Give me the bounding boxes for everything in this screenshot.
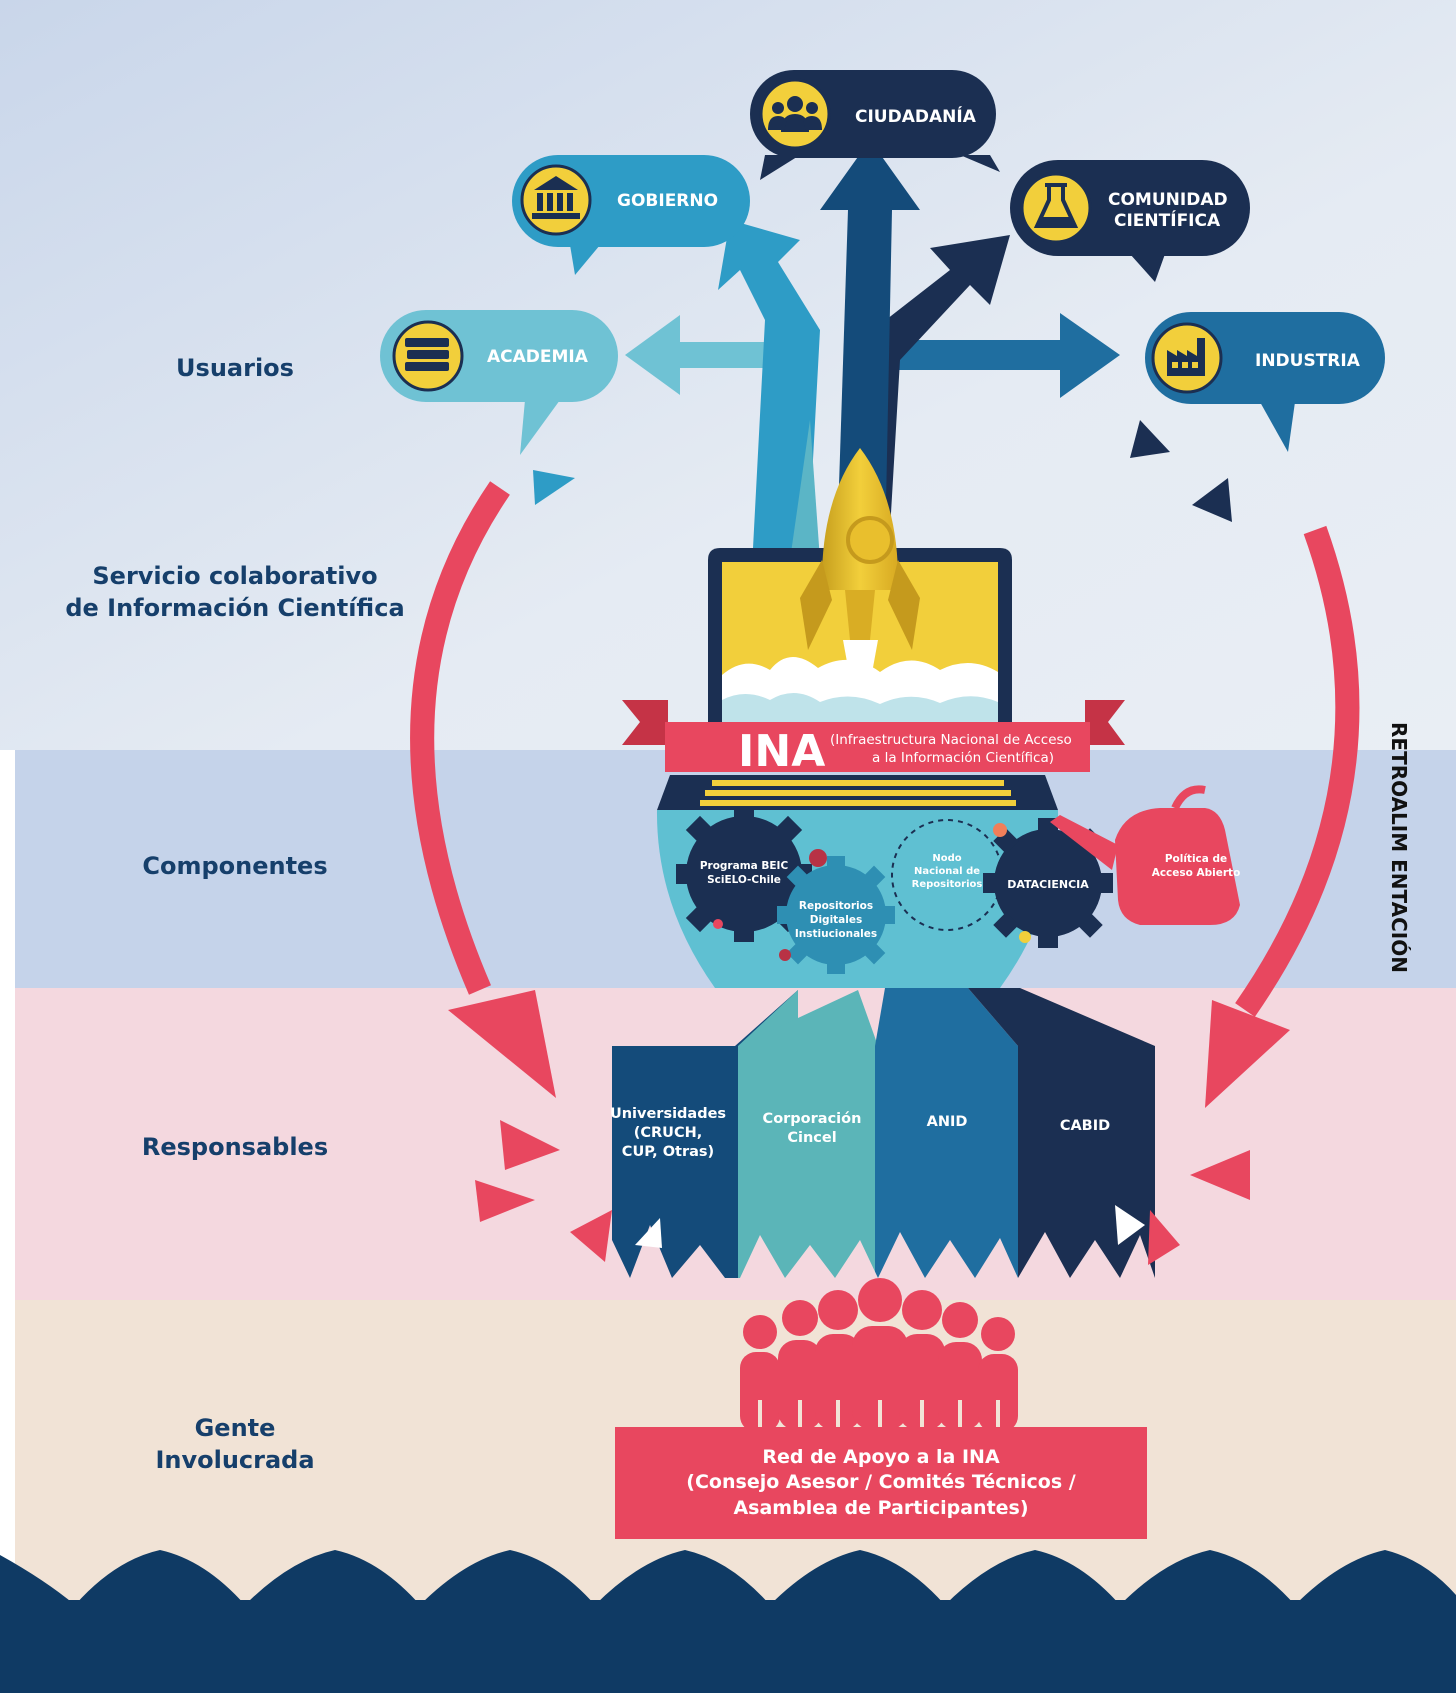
row-label-servicio: Servicio colaborativo de Información Cie… [40,560,430,625]
univ-label-2: (CRUCH, [634,1125,703,1141]
anid-label: ANID [927,1114,968,1130]
cincel-label-1: Corporación [763,1111,862,1127]
factory-icon [1151,322,1223,394]
row-label-gente: Gente Involucrada [40,1412,430,1477]
industria-label: INDUSTRIA [1255,351,1361,371]
people-group-icon [759,78,831,150]
ina-title: INA [738,726,825,777]
flask-icon [1020,172,1092,244]
row-label-usuarios: Usuarios [176,354,294,382]
watering-can-icon [1050,785,1240,925]
cincel-label-2: Cincel [787,1130,836,1146]
red-apoyo-box: Red de Apoyo a la INA (Consejo Asesor / … [615,1427,1147,1539]
books-icon [392,320,464,392]
academia-label: ACADEMIA [487,347,589,367]
row-label-gente-line-2: Involucrada [155,1446,315,1475]
cabid-label: CABID [1060,1118,1110,1134]
feedback-arrows [410,481,1360,1265]
row-label-servicio-line-1: Servicio colaborativo [92,562,378,590]
ina-texts: INA (Infraestructura Nacional de Acceso … [738,726,1072,777]
row-label-servicio-line-2: de Información Científica [65,594,405,623]
crowd-icon [740,1278,1018,1432]
comunidad-label-1: COMUNIDAD [1108,190,1228,210]
ina-subtitle-1: (Infraestructura Nacional de Acceso [830,732,1072,748]
nodo-label-3: Repositorios [912,879,983,890]
feedback-arrow-right [1235,525,1360,1017]
rocket-icon [800,448,920,695]
nodo-label-1: Nodo [932,853,961,864]
red-apoyo-line-1: Red de Apoyo a la INA [762,1445,1000,1468]
crowd-leg-gaps [758,1400,1000,1430]
bottom-band [0,1600,1456,1693]
repos-label-2: Digitales [810,914,863,926]
politica-label-1: Política de [1165,853,1227,865]
gear-labels: Programa BEIC SciELO-Chile Repositorios … [700,853,1240,940]
bubble-labels: ACADEMIA GOBIERNO CIUDADANÍA COMUNIDAD C… [487,105,1361,371]
repos-label-1: Repositorios [799,900,873,912]
red-apoyo-line-2: (Consejo Asesor / Comités Técnicos / [686,1471,1076,1494]
dataciencia-label: DATACIENCIA [1007,878,1089,891]
row-label-responsables: Responsables [141,1133,329,1161]
nodo-label-2: Nacional de [914,866,980,877]
row-label-componentes: Componentes [142,852,328,880]
responsables-columns [570,988,1155,1278]
beic-label-2: SciELO-Chile [707,874,781,886]
politica-label-2: Acceso Abierto [1152,867,1241,879]
univ-label-1: Universidades [610,1106,726,1122]
repos-label-3: Instiucionales [795,928,877,940]
univ-label-3: CUP, Otras) [622,1144,714,1160]
feedback-label: RETROALIM ENTACIÓN [1387,722,1411,973]
feedback-arrow-left [410,481,510,995]
ciudadania-label: CIUDADANÍA [855,105,977,127]
row-label-gente-line-1: Gente [194,1414,276,1442]
ina-subtitle-2: a la Información Científica) [872,750,1054,766]
beic-label-1: Programa BEIC [700,860,789,872]
ina-banner [622,700,1125,772]
responsables-labels: Universidades (CRUCH, CUP, Otras) Corpor… [610,1106,1110,1160]
gobierno-label: GOBIERNO [617,191,718,211]
comunidad-label-2: CIENTÍFICA [1114,209,1221,231]
government-building-icon [520,164,592,236]
red-apoyo-line-3: Asamblea de Participantes) [733,1496,1029,1519]
